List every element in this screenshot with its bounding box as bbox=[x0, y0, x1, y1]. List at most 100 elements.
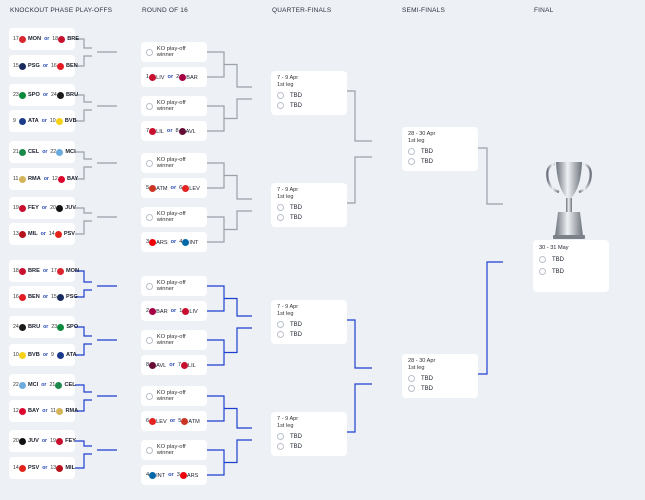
ko-playoff-winner-card[interactable]: KO play-off winner bbox=[141, 153, 207, 173]
team-code: LIV bbox=[156, 74, 165, 81]
team-code: MCI bbox=[28, 382, 39, 388]
placeholder-logo-icon bbox=[408, 375, 415, 382]
team-away: LIL bbox=[181, 361, 196, 369]
team-seed: 17 bbox=[51, 268, 57, 274]
team-away: ARS bbox=[179, 471, 198, 479]
team-code: AVL bbox=[185, 128, 196, 135]
team-logo-icon bbox=[54, 230, 62, 238]
ko-playoff-winner-card[interactable]: KO play-off winner bbox=[141, 207, 207, 227]
connector-line bbox=[224, 174, 252, 200]
team-away: SPO bbox=[57, 323, 78, 331]
team-logo-icon bbox=[19, 407, 26, 415]
or-label: or bbox=[43, 324, 49, 330]
connector-line bbox=[478, 261, 503, 375]
team-code: BRE bbox=[67, 36, 80, 42]
or-label: or bbox=[43, 176, 49, 182]
team-code: BEN bbox=[66, 63, 78, 69]
or-label: or bbox=[42, 294, 48, 300]
qf-tbd-slot: TBD bbox=[277, 443, 341, 450]
ko-playoff-winner-card[interactable]: KO play-off winner bbox=[141, 330, 207, 350]
team-code: BRU bbox=[28, 324, 41, 330]
connector-line bbox=[224, 407, 252, 429]
team-code: LEV bbox=[189, 185, 200, 192]
tbd-label: TBD bbox=[421, 385, 433, 392]
placeholder-logo-icon bbox=[146, 446, 153, 454]
or-label: or bbox=[41, 382, 47, 388]
team-logo-icon bbox=[58, 35, 66, 43]
team-home: LIV bbox=[149, 73, 165, 81]
final-date: 30 - 31 May bbox=[539, 245, 569, 251]
team-home: MIL bbox=[19, 230, 38, 238]
team-seed: 19 bbox=[50, 438, 56, 444]
team-away: PSV bbox=[54, 230, 76, 238]
team-seed: 22 bbox=[13, 382, 19, 388]
team-logo-icon bbox=[149, 471, 157, 479]
or-label: or bbox=[166, 128, 173, 134]
team-logo-icon bbox=[149, 73, 157, 81]
team-code: ATM bbox=[156, 185, 168, 192]
team-code: RMA bbox=[65, 408, 79, 414]
team-code: FEY bbox=[65, 438, 76, 444]
team-home: AVL bbox=[149, 361, 166, 369]
team-code: BAY bbox=[66, 176, 79, 182]
team-logo-icon bbox=[181, 417, 189, 425]
qf-tbd-slot: TBD bbox=[277, 321, 341, 328]
team-logo-icon bbox=[19, 351, 26, 359]
team-away: BVB bbox=[55, 117, 77, 125]
ko-playoff-winner-card[interactable]: KO play-off winner bbox=[141, 386, 207, 406]
connector-line bbox=[224, 63, 252, 88]
ko-playoff-winner-card[interactable]: KO play-off winner bbox=[141, 42, 207, 62]
ko-playoff-winner-card[interactable]: KO play-off winner bbox=[141, 440, 207, 460]
ko-playoff-winner-card[interactable]: KO play-off winner bbox=[141, 96, 207, 116]
ko-winner-label: KO play-off winner bbox=[156, 390, 186, 402]
tbd-label: TBD bbox=[290, 321, 302, 328]
team-code: PSV bbox=[63, 231, 76, 237]
ko-playoff-winner-card[interactable]: KO play-off winner bbox=[141, 276, 207, 296]
team-code: ATA bbox=[66, 352, 77, 358]
team-logo-icon bbox=[19, 323, 26, 331]
qf-tbd-slot: TBD bbox=[277, 331, 341, 338]
connector-line bbox=[224, 439, 252, 464]
connector-line bbox=[75, 94, 92, 103]
team-seed: 15 bbox=[51, 294, 57, 300]
ko-winner-label: KO play-off winner bbox=[156, 211, 186, 223]
connector-line bbox=[347, 319, 372, 369]
team-code: ARS bbox=[156, 239, 168, 246]
team-seed: 1 bbox=[146, 74, 150, 80]
connector-line bbox=[224, 98, 252, 120]
team-seed: 15 bbox=[13, 63, 19, 69]
placeholder-logo-icon bbox=[146, 102, 153, 110]
team-away: BRE bbox=[58, 35, 80, 43]
